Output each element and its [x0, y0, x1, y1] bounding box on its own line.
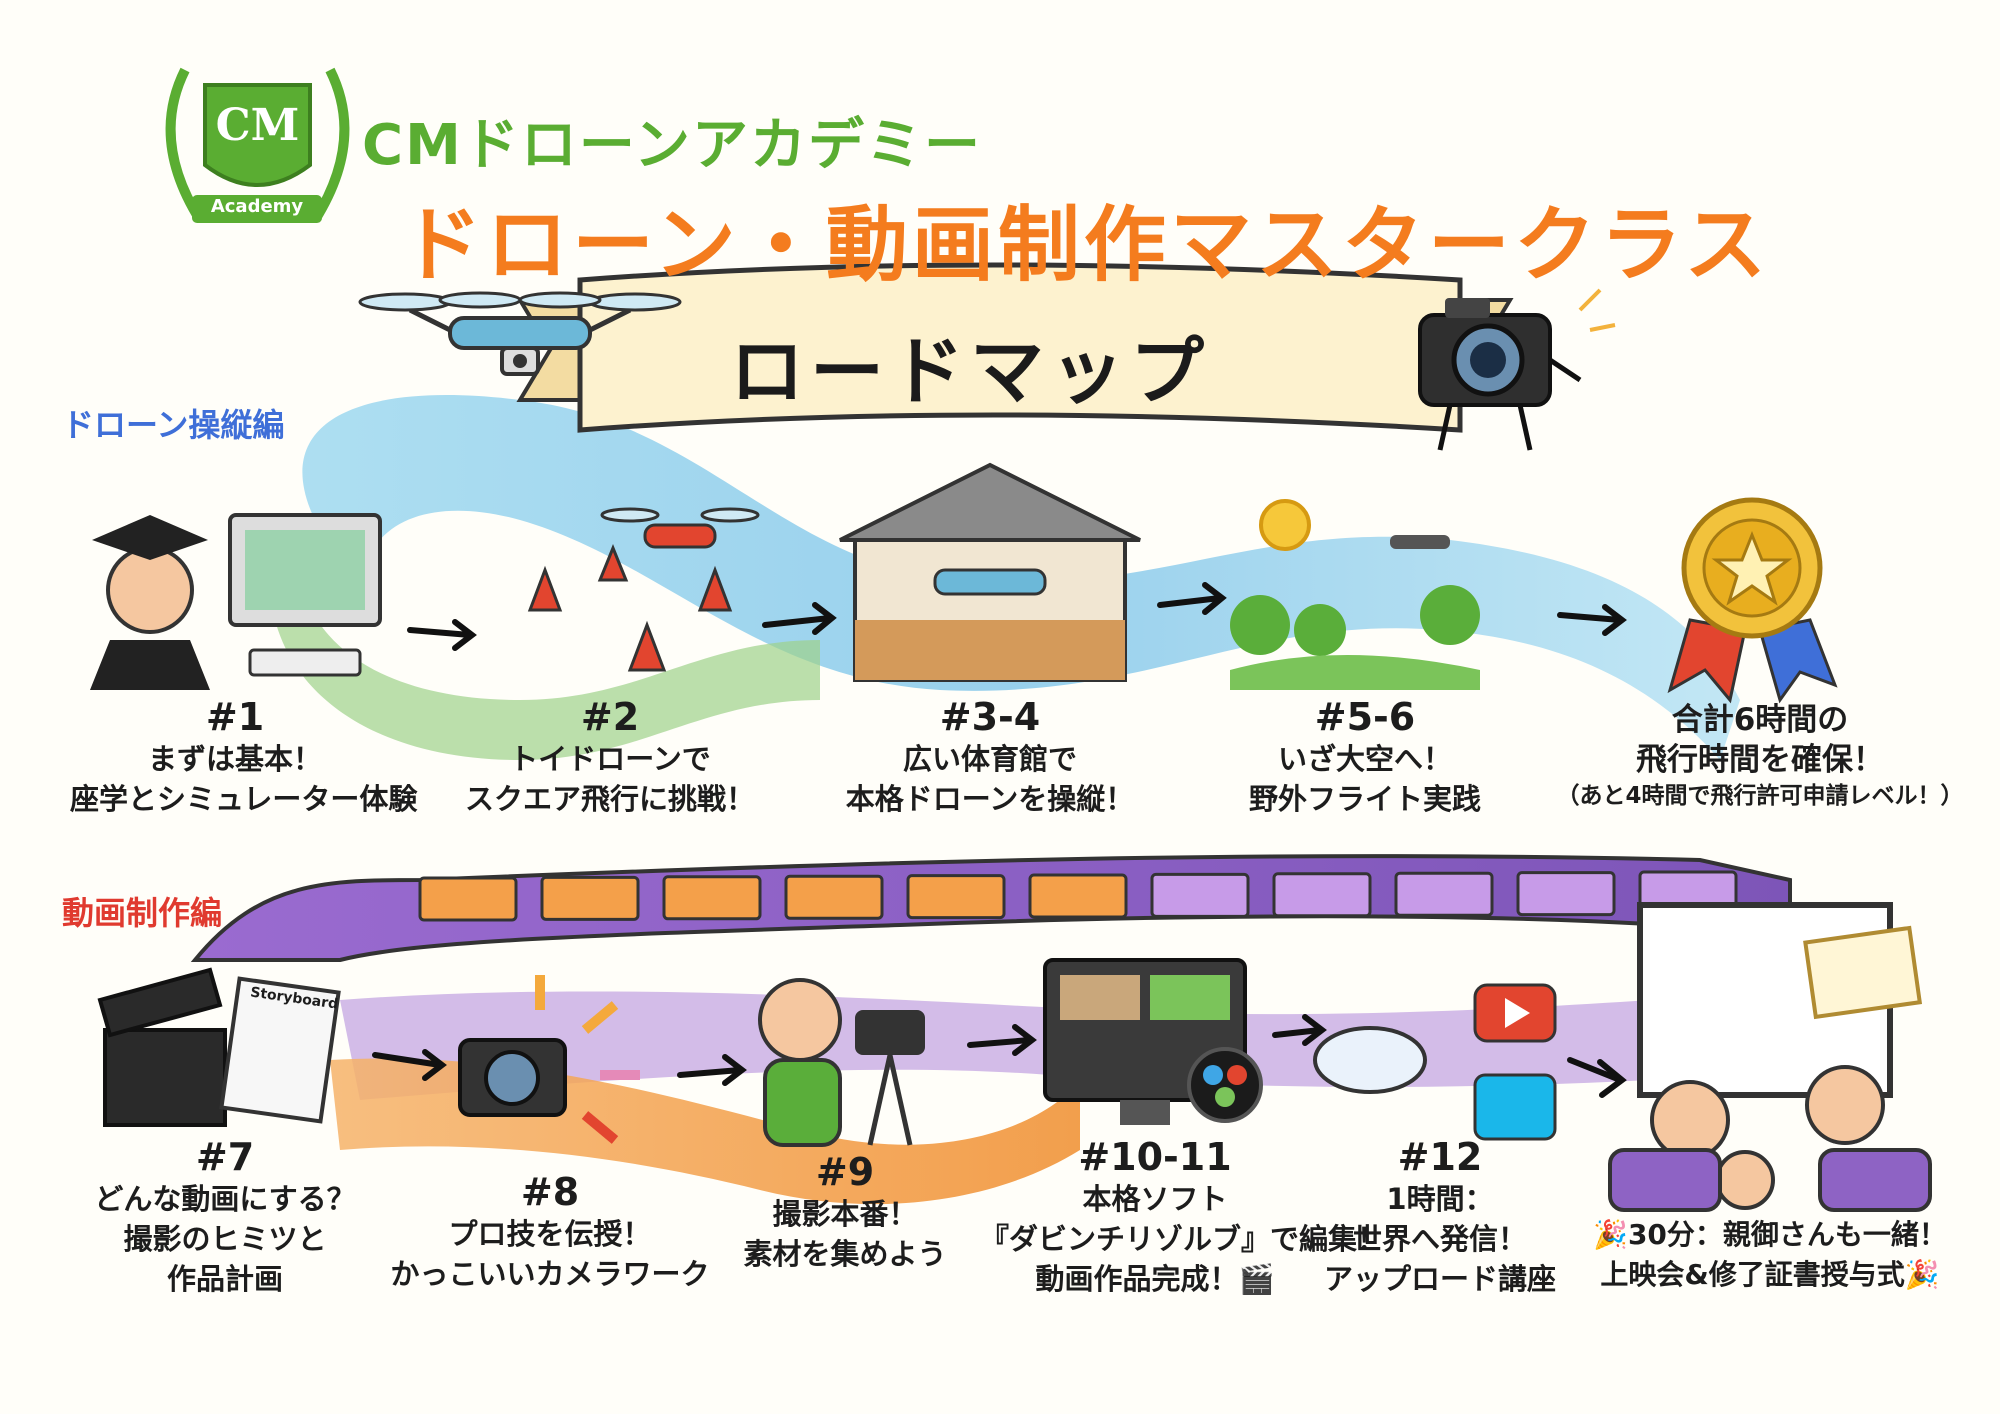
brand-name: CMドローンアカデミー — [362, 113, 983, 178]
sky-path — [270, 395, 1740, 760]
step-line: 動画作品完成！🎬 — [1035, 1262, 1275, 1296]
step-line: スクエア飛行に挑戦！ — [464, 782, 755, 816]
camerawork-icon — [458, 975, 640, 1144]
step-number: #10-11 — [1078, 1135, 1232, 1179]
drone-step-5-6: #5-6 いざ大空へ！ 野外フライト実践 — [1220, 695, 1510, 819]
goal-note: （あと4時間で飛行許可申請レベル！） — [1556, 783, 1964, 809]
video-step-9: #9 撮影本番！ 素材を集めよう — [720, 1150, 970, 1274]
section-drone-label: ドローン操縦編 — [62, 406, 285, 444]
step-line: 撮影本番！ — [772, 1197, 918, 1231]
film-frame — [662, 875, 762, 921]
step-line: 本格ソフト — [1082, 1182, 1228, 1216]
step-line: 撮影のヒミツと — [123, 1222, 327, 1256]
step-line: 野外フライト実践 — [1248, 782, 1481, 816]
step-line: 世界へ発信！ — [1352, 1222, 1527, 1256]
film-frame — [418, 876, 518, 922]
step-line: アップロード講座 — [1323, 1262, 1556, 1296]
drone-step-1: #1 まずは基本！ 座学とシミュレーター体験 — [70, 695, 418, 819]
step-line: トイドローンで — [509, 742, 711, 776]
clapperboard-storyboard-icon — [97, 967, 341, 1127]
gymnasium-icon — [839, 462, 1141, 682]
medal-icon — [1667, 497, 1838, 704]
step-line: 作品計画 — [166, 1262, 283, 1296]
film-frame — [784, 874, 884, 920]
goal-line: 飛行時間を確保！ — [1636, 742, 1884, 778]
goal-line: 合計6時間の — [1671, 702, 1849, 738]
film-frame — [1150, 872, 1250, 918]
film-frame — [540, 875, 640, 921]
simulator-computer-icon — [90, 513, 382, 690]
screening-room-icon — [1608, 902, 1932, 1212]
film-frame — [1272, 872, 1372, 918]
course-title: ドローン・動画制作マスタークラス — [400, 198, 1771, 293]
film-frame — [1394, 871, 1494, 917]
step-line: 『ダビンチリゾルブ』で編集！ — [980, 1222, 1387, 1256]
step-number: #8 — [520, 1170, 580, 1214]
step-line: かっこいいカメラワーク — [390, 1257, 710, 1291]
step-number: #12 — [1397, 1135, 1483, 1179]
film-frame — [1028, 873, 1128, 919]
goal-line: 上映会&修了証書授与式🎉 — [1600, 1258, 1940, 1291]
drone-step-3-4: #3-4 広い体育館で 本格ドローンを操縦！ — [840, 695, 1140, 819]
cameraman-icon — [758, 978, 925, 1147]
outdoor-flight-icon — [1230, 499, 1480, 690]
step-number: #3-4 — [939, 695, 1041, 739]
step-line: 広い体育館で — [902, 742, 1077, 776]
step-line: 1時間： — [1386, 1182, 1494, 1216]
editing-monitor-icon — [1043, 958, 1263, 1125]
drone-goal: 合計6時間の 飛行時間を確保！ （あと4時間で飛行許可申請レベル！） — [1550, 700, 1970, 812]
drone-arrows — [407, 582, 1627, 651]
goal-line: 🎉30分：親御さんも一緒！ — [1593, 1218, 1947, 1251]
step-line: プロ技を伝授！ — [448, 1217, 652, 1251]
step-line: どんな動画にする？ — [94, 1182, 356, 1216]
square-flight-cones-icon — [527, 507, 760, 672]
drone-step-2: #2 トイドローンで スクエア飛行に挑戦！ — [450, 695, 770, 819]
film-frames — [418, 870, 1738, 922]
step-number: #5-6 — [1314, 695, 1416, 739]
camera-mascot-icon — [1418, 288, 1616, 451]
step-number: #7 — [195, 1135, 255, 1179]
video-step-7: #7 どんな動画にする？ 撮影のヒミツと 作品計画 — [70, 1135, 380, 1299]
video-goal: 🎉30分：親御さんも一緒！ 上映会&修了証書授与式🎉 — [1570, 1215, 1970, 1295]
step-line: 座学とシミュレーター体験 — [70, 782, 418, 816]
logo-sub: Academy — [210, 196, 304, 217]
video-arrows — [372, 1014, 1627, 1098]
video-step-10-11: #10-11 本格ソフト 『ダビンチリゾルブ』で編集！ 動画作品完成！🎬 — [980, 1135, 1387, 1299]
section-video-label: 動画制作編 — [62, 894, 223, 932]
logo-text: CM — [215, 100, 300, 151]
film-frame — [1516, 871, 1616, 917]
video-step-8: #8 プロ技を伝授！ かっこいいカメラワーク — [390, 1170, 710, 1294]
banner-title: ロードマップ — [730, 329, 1210, 415]
video-step-12: #12 1時間： 世界へ発信！ アップロード講座 — [1320, 1135, 1560, 1299]
step-number: #1 — [205, 695, 265, 739]
step-line: 素材を集めよう — [743, 1237, 947, 1271]
step-number: #2 — [580, 695, 640, 739]
step-line: 本格ドローンを操縦！ — [845, 782, 1135, 816]
upload-cloud-icon — [1313, 983, 1557, 1141]
step-number: #9 — [815, 1150, 875, 1194]
banner-drone-icon — [358, 291, 682, 376]
step-line: いざ大空へ！ — [1277, 742, 1452, 776]
academy-logo-icon — [165, 67, 350, 223]
step-line: まずは基本！ — [147, 742, 322, 776]
film-frame — [906, 874, 1006, 920]
